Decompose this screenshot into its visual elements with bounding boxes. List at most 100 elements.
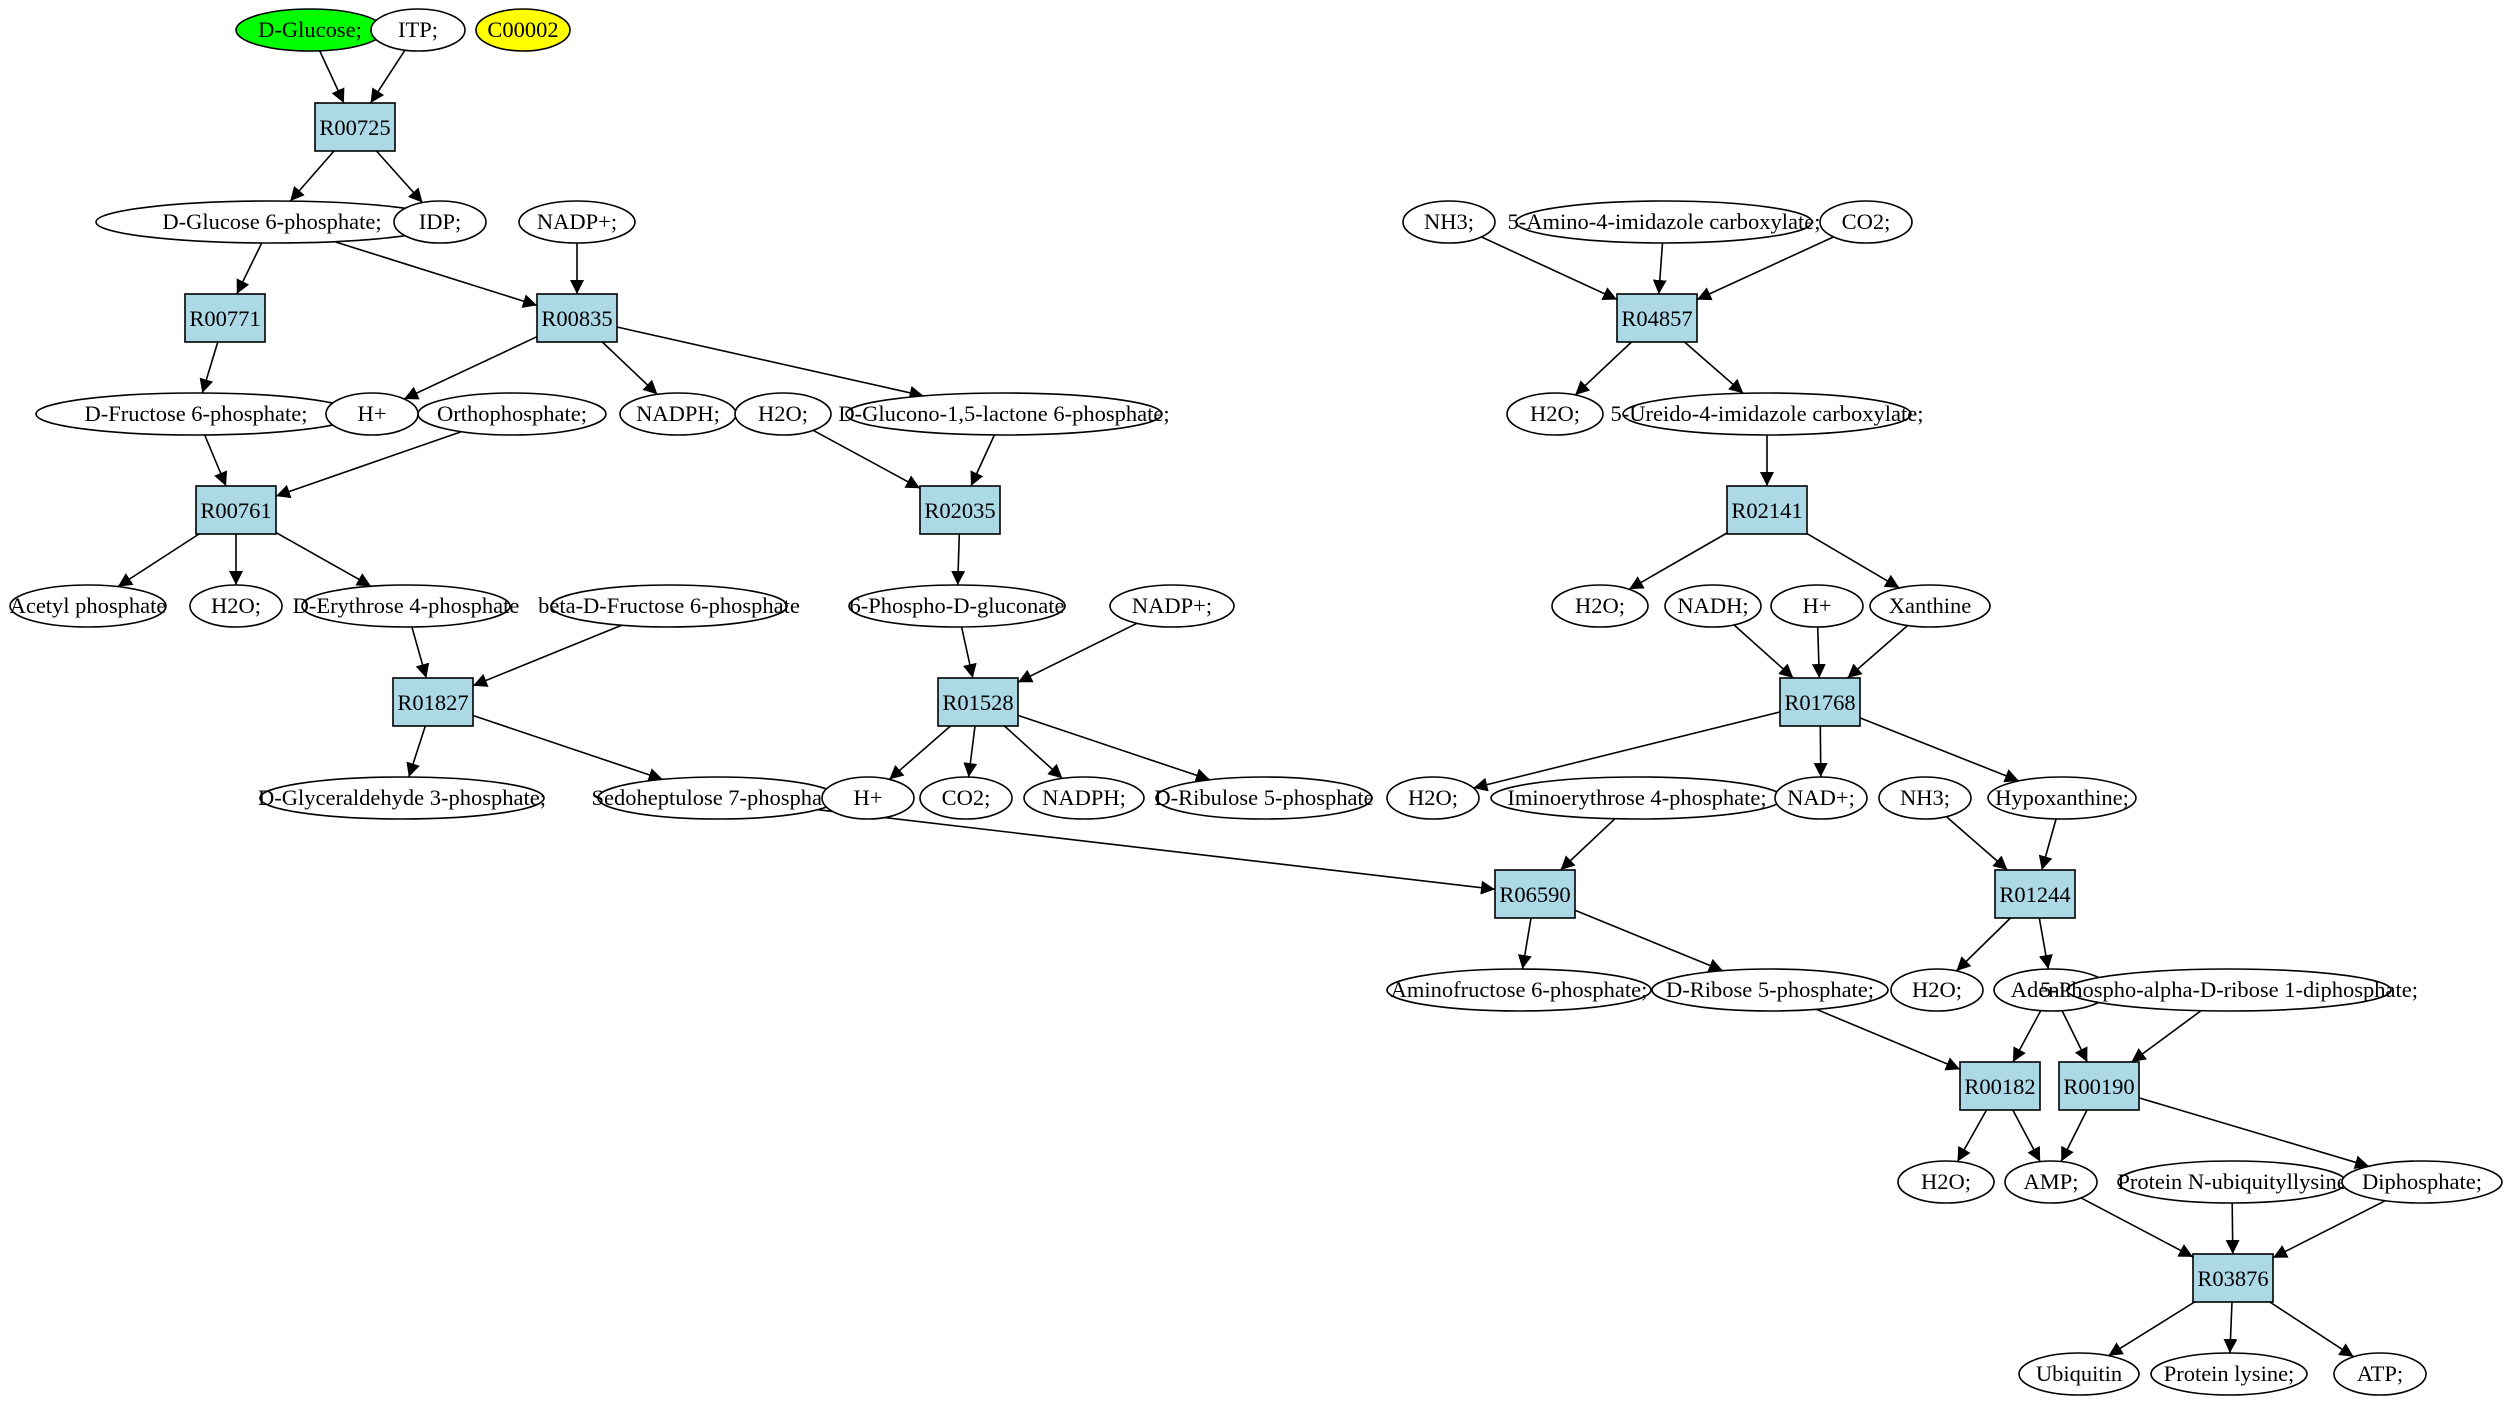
edge-s7p-to-r06590 — [817, 808, 1496, 895]
compound-node-gap[interactable]: D-Glyceraldehyde 3-phosphate; — [258, 776, 546, 820]
compound-label: NADPH; — [636, 401, 720, 426]
compound-ellipse — [1109, 584, 1235, 628]
edge-r00771-to-f6p — [199, 341, 219, 394]
compound-node-h2o-1[interactable]: H2O; — [734, 392, 832, 436]
compound-label: 5-Amino-4-imidazole carboxylate; — [1507, 209, 1820, 234]
compound-node-idp[interactable]: IDP; — [393, 200, 487, 244]
reaction-node-r04857[interactable]: R04857 — [1616, 293, 1698, 343]
edge-dglucose-to-r00725 — [318, 50, 345, 104]
reaction-label: R00761 — [200, 498, 271, 523]
reaction-node-r00761[interactable]: R00761 — [195, 485, 277, 535]
compound-node-betaf6p[interactable]: beta-D-Fructose 6-phosphate — [538, 584, 800, 628]
compound-node-phosphogluconate[interactable]: 6-Phospho-D-gluconate — [848, 584, 1066, 628]
compound-node-nadp-2[interactable]: NADP+; — [1109, 584, 1235, 628]
compound-node-h2o-2[interactable]: H2O; — [189, 584, 283, 628]
compound-label: NH3; — [1424, 209, 1474, 234]
reaction-node-r01768[interactable]: R01768 — [1779, 677, 1861, 727]
compound-node-h2o-5[interactable]: H2O; — [1386, 776, 1480, 820]
compound-node-hplus-1[interactable]: H+ — [325, 392, 419, 436]
compound-node-atp[interactable]: ATP; — [2333, 1352, 2427, 1396]
compound-node-ubiquityllysine[interactable]: Protein N-ubiquityllysine — [2117, 1160, 2347, 1204]
reaction-label: R00182 — [1964, 1074, 2035, 1099]
reaction-box — [536, 293, 618, 343]
edge-r01528-to-ribulose5p — [1017, 714, 1211, 782]
compound-node-acetylp[interactable]: Acetyl phosphate — [9, 584, 167, 628]
reaction-node-r00190[interactable]: R00190 — [2058, 1061, 2140, 1111]
reaction-node-r00182[interactable]: R00182 — [1959, 1061, 2041, 1111]
compound-node-nh3-1[interactable]: NH3; — [1402, 200, 1496, 244]
reaction-node-r00725[interactable]: R00725 — [314, 102, 396, 152]
compound-label: H2O; — [211, 593, 261, 618]
compound-node-h2o-7[interactable]: H2O; — [1897, 1160, 1995, 1204]
edge-r03876-to-ubiquitin — [2107, 1301, 2195, 1357]
compound-node-f6p[interactable]: D-Fructose 6-phosphate; — [35, 392, 357, 436]
edge-amp-to-r03876 — [2080, 1197, 2194, 1258]
compound-node-diphosphate[interactable]: Diphosphate; — [2341, 1160, 2503, 1204]
compound-node-ureido[interactable]: 5-Ureido-4-imidazole carboxylate; — [1611, 392, 1924, 436]
compound-node-erythrose[interactable]: D-Erythrose 4-phosphate — [293, 584, 520, 628]
compound-ellipse — [1987, 776, 2137, 820]
compound-label: Diphosphate; — [2362, 1169, 2482, 1194]
compound-node-nh3-2[interactable]: NH3; — [1878, 776, 1972, 820]
reaction-node-r02141[interactable]: R02141 — [1726, 485, 1808, 535]
edge-itp-to-r00725 — [369, 49, 406, 104]
compound-node-ubiquitin[interactable]: Ubiquitin — [2018, 1352, 2140, 1396]
reaction-box — [919, 485, 1001, 535]
compound-ellipse — [1506, 392, 1604, 436]
compound-node-aminofructose[interactable]: Aminofructose 6-phosphate; — [1386, 968, 1652, 1012]
reaction-node-r00771[interactable]: R00771 — [184, 293, 266, 343]
compound-node-prpp[interactable]: 5-Phospho-alpha-D-ribose 1-diphosphate; — [2040, 968, 2418, 1012]
compound-node-proteinlysine[interactable]: Protein lysine; — [2150, 1352, 2308, 1396]
compound-node-iminoerythrose[interactable]: Iminoerythrose 4-phosphate; — [1490, 776, 1784, 820]
reaction-node-r02035[interactable]: R02035 — [919, 485, 1001, 535]
compound-node-glucono[interactable]: D-Glucono-1,5-lactone 6-phosphate; — [838, 392, 1170, 436]
compound-node-nadph-2[interactable]: NADPH; — [1023, 776, 1145, 820]
reaction-node-r01528[interactable]: R01528 — [937, 677, 1019, 727]
compound-node-nadplus[interactable]: NAD+; — [1774, 776, 1868, 820]
compound-node-nadh[interactable]: NADH; — [1664, 584, 1762, 628]
compound-node-hplus-3[interactable]: H+ — [1770, 584, 1864, 628]
edge-r01244-to-adenine — [2038, 917, 2053, 970]
compound-node-s7p[interactable]: Sedoheptulose 7-phosphate; — [591, 776, 845, 820]
reaction-node-r00835[interactable]: R00835 — [536, 293, 618, 343]
reaction-node-r06590[interactable]: R06590 — [1494, 869, 1576, 919]
edge-diphosphate-to-r03876 — [2272, 1199, 2386, 1259]
compound-label: CO2; — [942, 785, 991, 810]
compound-node-nadph-1[interactable]: NADPH; — [619, 392, 737, 436]
compound-node-hypoxanthine[interactable]: Hypoxanthine; — [1987, 776, 2137, 820]
compound-ellipse — [1651, 968, 1889, 1012]
reaction-node-r01827[interactable]: R01827 — [392, 677, 474, 727]
compound-node-aica[interactable]: 5-Amino-4-imidazole carboxylate; — [1507, 200, 1821, 244]
compound-node-itp[interactable]: ITP; — [370, 8, 466, 52]
compound-node-c00002[interactable]: C00002 — [475, 8, 571, 52]
compound-ellipse — [1878, 776, 1972, 820]
compound-node-h2o-6[interactable]: H2O; — [1890, 968, 1984, 1012]
compound-node-nadp-1[interactable]: NADP+; — [518, 200, 636, 244]
reaction-node-r03876[interactable]: R03876 — [2192, 1253, 2274, 1303]
compound-node-h2o-4[interactable]: H2O; — [1551, 584, 1649, 628]
reaction-node-r01244[interactable]: R01244 — [1994, 869, 2076, 919]
compound-node-co2-2[interactable]: CO2; — [1819, 200, 1913, 244]
edge-r06590-to-aminofructose — [1517, 917, 1532, 970]
edge-g6p-to-r00835 — [334, 240, 538, 308]
compound-node-ribose5p[interactable]: D-Ribose 5-phosphate; — [1651, 968, 1889, 1012]
compound-label: C00002 — [487, 17, 558, 42]
compound-node-g6p[interactable]: D-Glucose 6-phosphate; — [95, 200, 449, 244]
compound-node-hplus-2[interactable]: H+ — [821, 776, 915, 820]
edge-hypoxanthine-to-r01244 — [2038, 818, 2057, 871]
compound-node-h2o-3[interactable]: H2O; — [1506, 392, 1604, 436]
edge-r04857-to-ureido — [1683, 341, 1744, 394]
compound-label: 5-Ureido-4-imidazole carboxylate; — [1611, 401, 1924, 426]
compound-node-ortho[interactable]: Orthophosphate; — [417, 392, 607, 436]
compound-node-dglucose[interactable]: D-Glucose; — [235, 8, 385, 52]
compound-node-xanthine[interactable]: Xanthine — [1869, 584, 1991, 628]
compound-label: Protein N-ubiquityllysine — [2117, 1169, 2346, 1194]
compound-node-amp[interactable]: AMP; — [2004, 1160, 2098, 1204]
reaction-box — [1779, 677, 1861, 727]
compound-node-co2-1[interactable]: CO2; — [919, 776, 1013, 820]
edge-r03876-to-proteinlysine — [2223, 1301, 2238, 1354]
compound-ellipse — [734, 392, 832, 436]
reaction-box — [937, 677, 1019, 727]
compound-node-ribulose5p[interactable]: D-Ribulose 5-phosphate — [1154, 776, 1374, 820]
compound-ellipse — [1664, 584, 1762, 628]
